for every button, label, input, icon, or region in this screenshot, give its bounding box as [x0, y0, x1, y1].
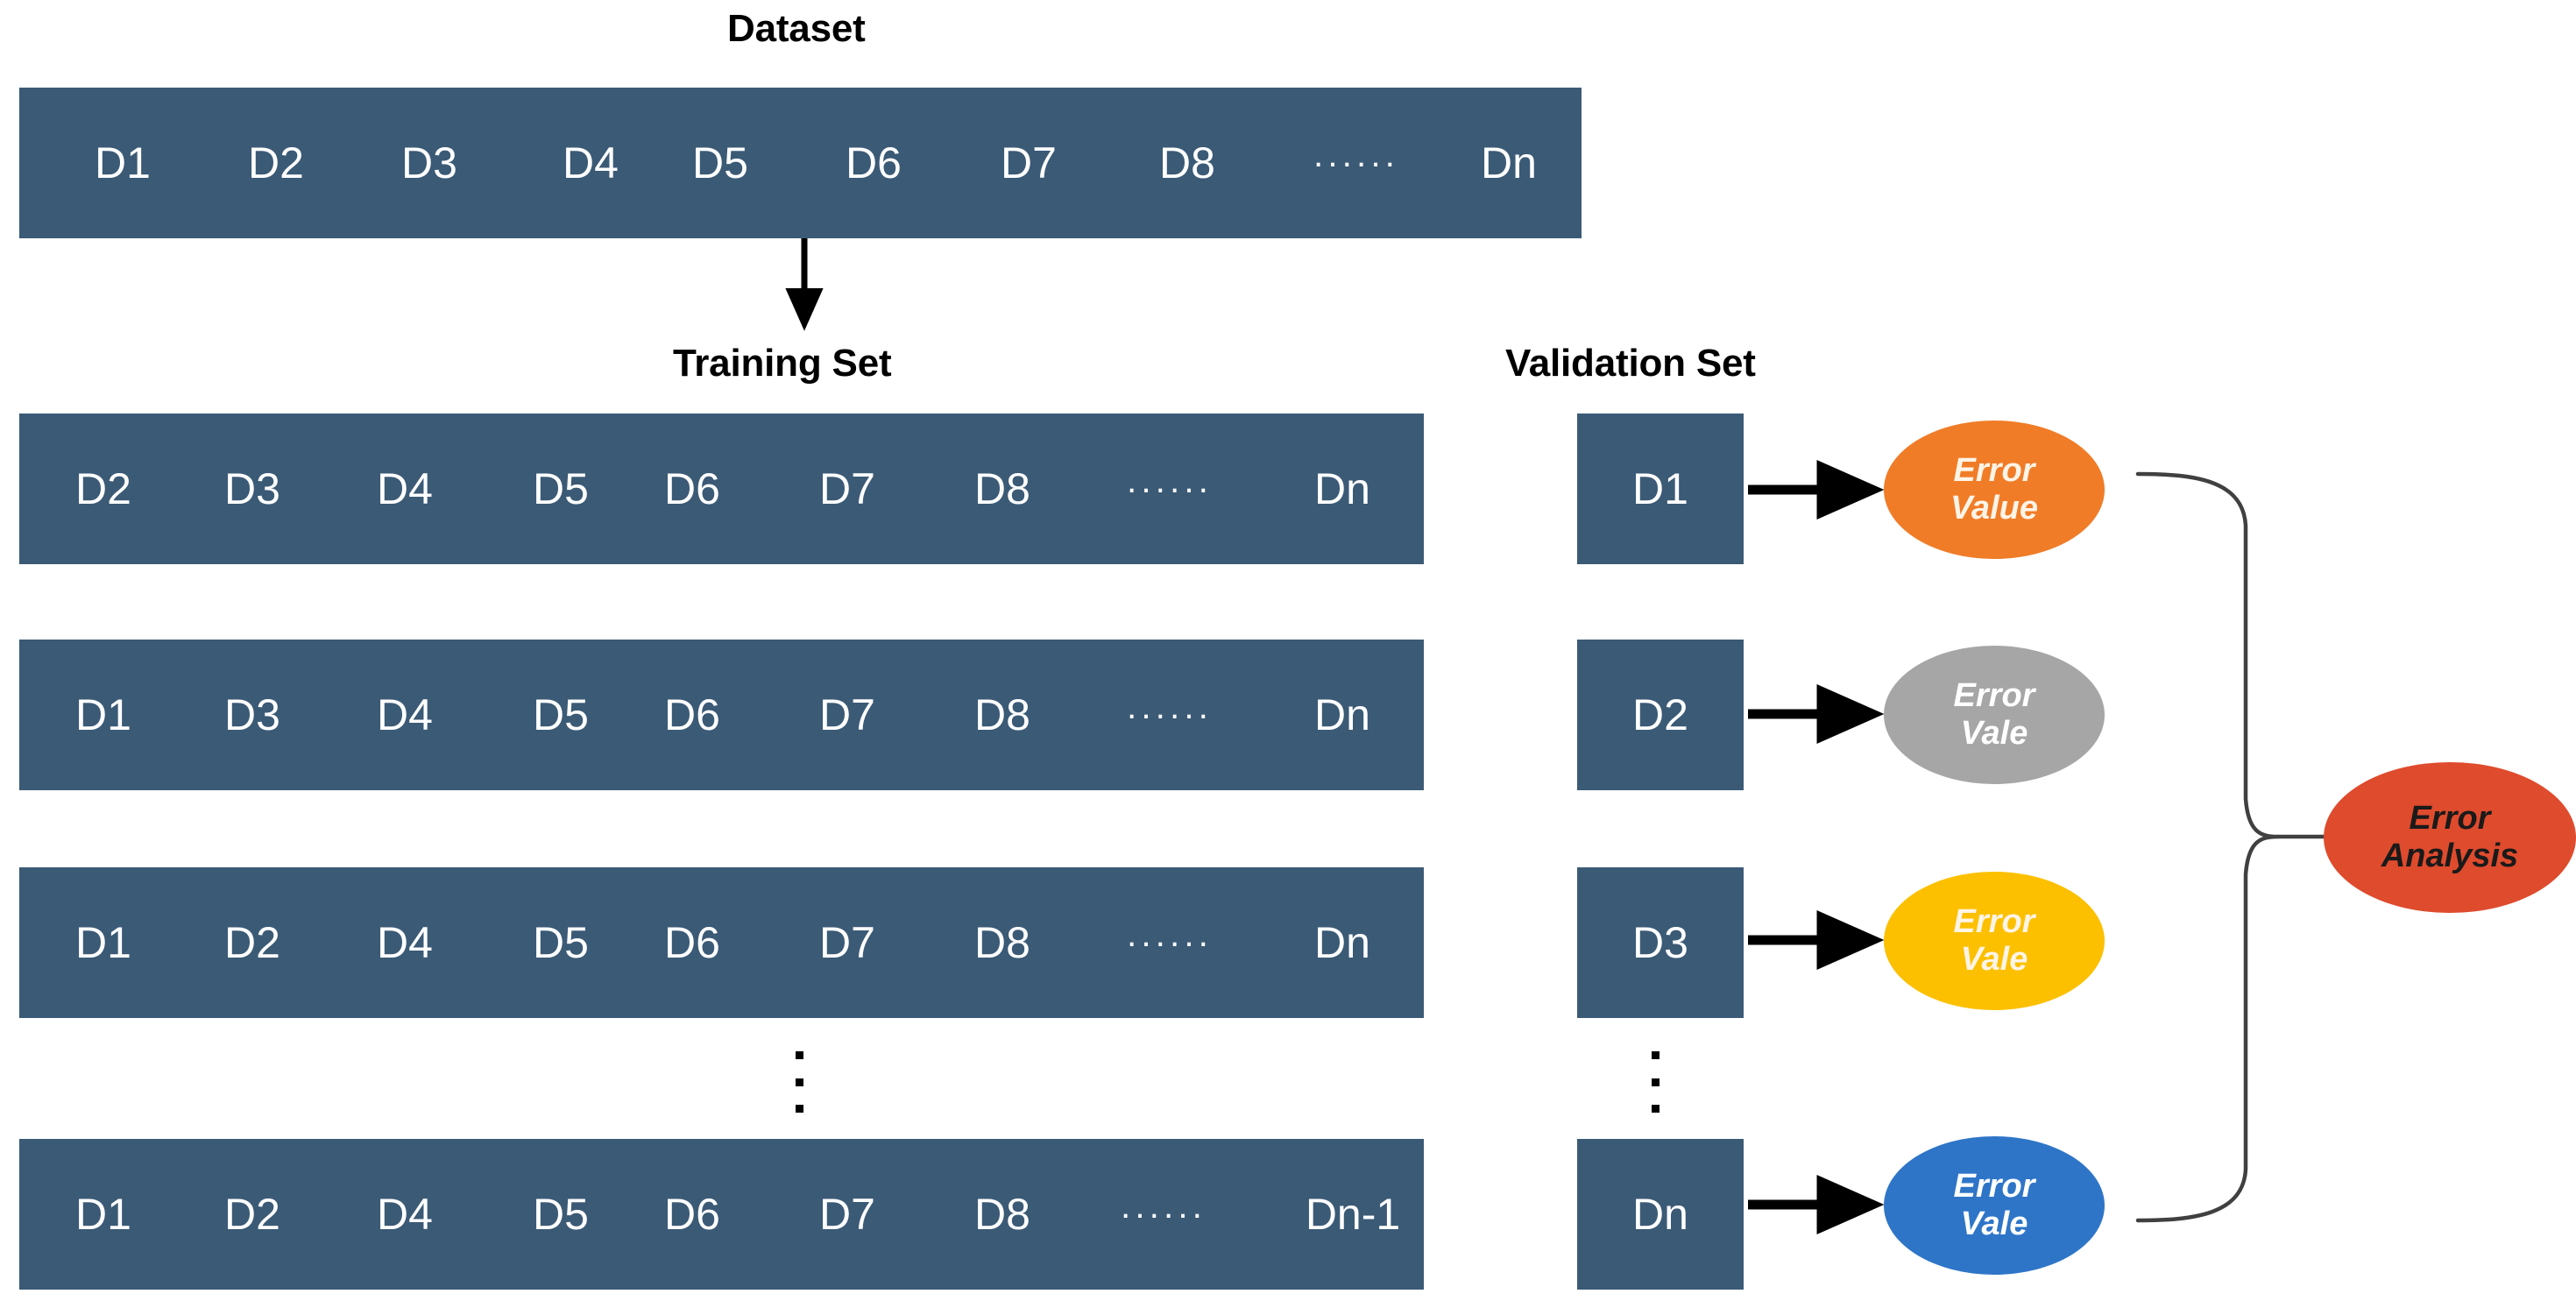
training-cell-ellipsis: ······	[1120, 1194, 1206, 1234]
training-row: D1 D2 D4 D5 D6 D7 D8 ······ Dn	[19, 867, 1424, 1018]
training-set-heading: Training Set	[673, 342, 892, 385]
training-cell: D1	[75, 1190, 131, 1239]
training-cell: D4	[377, 690, 433, 739]
training-cell: D8	[974, 464, 1030, 513]
training-cell: D5	[533, 918, 589, 967]
error-node-line2: Value	[1950, 490, 2038, 527]
error-node-line2: Vale	[1960, 1205, 2028, 1242]
error-node-line1: Error	[1953, 903, 2035, 941]
training-cell: Dn-1	[1305, 1190, 1401, 1239]
error-node-line2: Vale	[1960, 715, 2028, 752]
dataset-cell: D5	[692, 138, 748, 187]
training-cell: D5	[533, 690, 589, 739]
dataset-bar: D1 D2 D3 D4 D5 D6 D7 D8 ······ Dn	[19, 88, 1582, 238]
training-cell: Dn	[1314, 464, 1370, 513]
dataset-cell: D7	[1001, 138, 1057, 187]
dataset-cell: Dn	[1481, 138, 1537, 187]
dataset-heading: Dataset	[727, 7, 866, 50]
training-cell: D1	[75, 918, 131, 967]
dataset-cell: D8	[1159, 138, 1215, 187]
validation-column-ellipsis	[1650, 1051, 1660, 1113]
error-value-node-4: Error Vale	[1884, 1136, 2105, 1275]
training-cell: D1	[75, 690, 131, 739]
dataset-cell: D3	[401, 138, 457, 187]
training-cell: D6	[664, 464, 720, 513]
training-cell: D2	[224, 1190, 280, 1239]
error-analysis-line2: Analysis	[2381, 838, 2519, 874]
training-cell: D7	[819, 1190, 875, 1239]
validation-box-label: D2	[1632, 690, 1688, 739]
training-cell: D4	[377, 1190, 433, 1239]
training-cell: D5	[533, 464, 589, 513]
validation-box: D1	[1577, 414, 1744, 564]
error-value-node-1: Error Value	[1884, 421, 2105, 559]
training-cell-ellipsis: ······	[1126, 695, 1212, 734]
validation-box: D2	[1577, 640, 1744, 790]
training-row: D1 D2 D4 D5 D6 D7 D8 ······ Dn-1	[19, 1139, 1424, 1290]
error-node-line2: Vale	[1960, 941, 2028, 978]
training-cell: D6	[664, 1190, 720, 1239]
training-cell: D3	[224, 690, 280, 739]
training-cell: Dn	[1314, 918, 1370, 967]
validation-box: D3	[1577, 867, 1744, 1018]
training-cell: D4	[377, 464, 433, 513]
validation-box-label: D3	[1632, 918, 1688, 967]
dataset-cell: D6	[846, 138, 902, 187]
validation-box-label: Dn	[1632, 1190, 1688, 1239]
validation-box: Dn	[1577, 1139, 1744, 1290]
training-cell: D5	[533, 1190, 589, 1239]
training-cell: D6	[664, 918, 720, 967]
training-cell: D6	[664, 690, 720, 739]
dataset-cell-ellipsis: ······	[1313, 143, 1398, 182]
validation-box-label: D1	[1632, 464, 1688, 513]
training-cell-ellipsis: ······	[1126, 469, 1212, 508]
training-cell: D8	[974, 1190, 1030, 1239]
training-cell: D3	[224, 464, 280, 513]
training-cell: D2	[224, 918, 280, 967]
dataset-cell: D4	[563, 138, 619, 187]
error-analysis-line1: Error	[2409, 800, 2491, 838]
training-row: D2 D3 D4 D5 D6 D7 D8 ······ Dn	[19, 414, 1424, 564]
error-value-node-2: Error Vale	[1884, 646, 2105, 784]
error-bracket	[2135, 471, 2281, 1223]
training-column-ellipsis	[794, 1051, 804, 1113]
training-cell: Dn	[1314, 690, 1370, 739]
error-analysis-node: Error Analysis	[2324, 762, 2576, 913]
training-cell: D7	[819, 690, 875, 739]
validation-set-heading: Validation Set	[1505, 342, 1756, 385]
training-cell-ellipsis: ······	[1126, 923, 1212, 962]
error-value-node-3: Error Vale	[1884, 872, 2105, 1010]
dataset-cell: D1	[95, 138, 151, 187]
training-row: D1 D3 D4 D5 D6 D7 D8 ······ Dn	[19, 640, 1424, 790]
training-cell: D7	[819, 464, 875, 513]
error-node-line1: Error	[1953, 452, 2035, 490]
training-cell: D7	[819, 918, 875, 967]
dataset-cell: D2	[248, 138, 304, 187]
training-cell: D2	[75, 464, 131, 513]
training-cell: D8	[974, 918, 1030, 967]
error-node-line1: Error	[1953, 677, 2035, 715]
training-cell: D8	[974, 690, 1030, 739]
training-cell: D4	[377, 918, 433, 967]
error-node-line1: Error	[1953, 1168, 2035, 1205]
